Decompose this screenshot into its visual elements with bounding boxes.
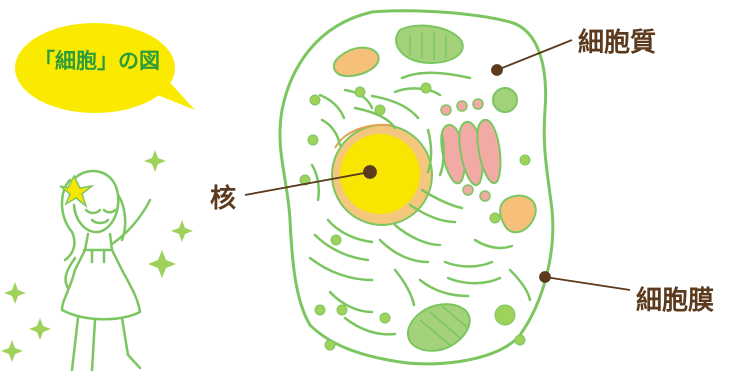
green-organelle <box>493 88 517 112</box>
orange-organelle <box>334 48 379 76</box>
label-cytoplasm: 細胞質 <box>578 22 656 59</box>
pink-organelle <box>441 99 500 201</box>
green-organelle <box>408 304 470 351</box>
green-organelle <box>396 26 463 63</box>
bubble-title: 「細胞」の図 <box>22 45 172 75</box>
sparkle-icon <box>1 150 193 362</box>
girl-character <box>62 171 150 370</box>
label-cell-membrane: 細胞膜 <box>636 280 714 317</box>
small-organelle-dots <box>300 83 530 350</box>
orange-organelle <box>500 196 536 233</box>
label-nucleus: 核 <box>210 178 236 215</box>
pointer-lines <box>245 40 630 290</box>
